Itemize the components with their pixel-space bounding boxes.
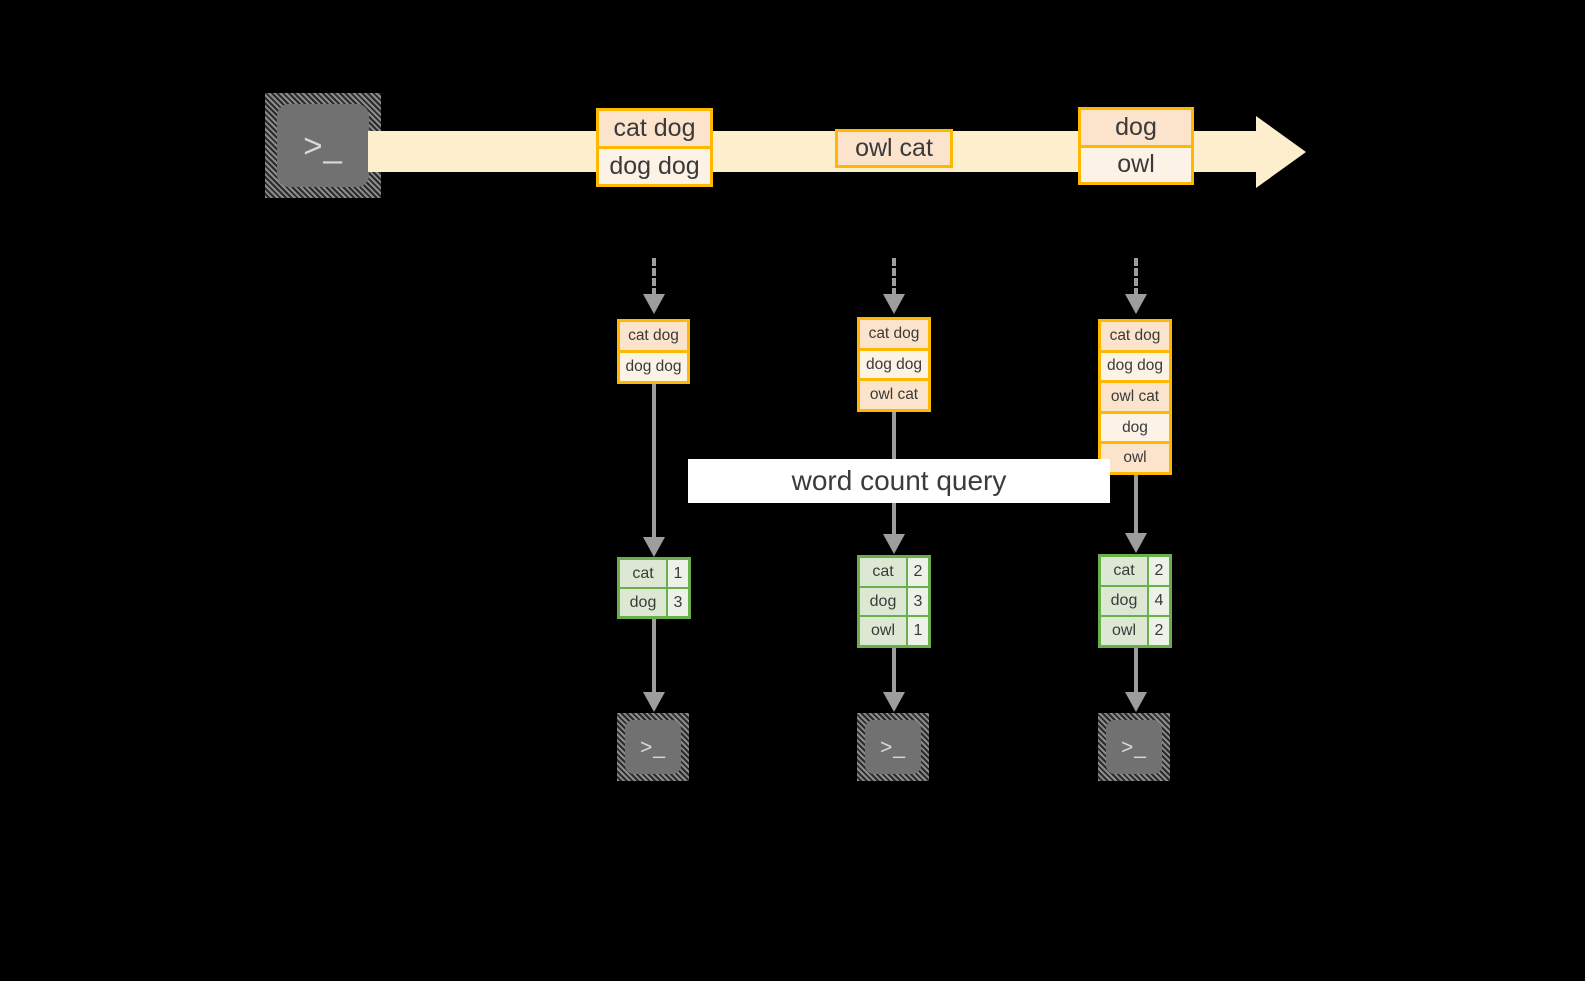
stream-batch-1: cat dog dog dog: [596, 108, 713, 187]
source-terminal-icon: >_: [265, 93, 381, 198]
result-row: cat 1: [620, 560, 688, 587]
result-word: cat: [1101, 557, 1147, 585]
result-count: 2: [906, 558, 928, 586]
input-row: owl cat: [1101, 380, 1169, 411]
column-2-sink-terminal-icon: >_: [857, 713, 929, 781]
result-count: 3: [666, 589, 688, 616]
result-word: owl: [1101, 617, 1147, 645]
column-1-sink-arrowhead: [643, 692, 665, 712]
column-2-query-arrowhead: [883, 534, 905, 554]
input-row: dog dog: [1101, 349, 1169, 381]
column-3-dashed-connector: [1134, 258, 1138, 296]
record-line: dog dog: [599, 146, 710, 184]
terminal-prompt-glyph: >_: [640, 735, 666, 759]
result-word: cat: [860, 558, 906, 586]
query-banner: word count query: [688, 459, 1110, 503]
record-line: owl cat: [838, 132, 950, 165]
result-row: dog 3: [860, 585, 928, 616]
result-count: 2: [1147, 617, 1169, 645]
result-word: dog: [1101, 587, 1147, 615]
column-1-result-table: cat 1 dog 3: [617, 557, 691, 619]
column-1-dashed-connector: [652, 258, 656, 296]
terminal-body: [277, 104, 369, 187]
result-word: dog: [860, 587, 906, 616]
terminal-prompt-glyph: >_: [303, 127, 343, 164]
stream-batch-3: dog owl: [1078, 107, 1194, 185]
input-row: dog: [1101, 410, 1169, 442]
column-1-input-table: cat dog dog dog: [617, 319, 690, 384]
result-word: dog: [620, 589, 666, 616]
terminal-body: [625, 720, 681, 774]
column-1-sink-connector: [652, 619, 656, 694]
query-banner-label: word count query: [791, 465, 1007, 496]
column-2-sink-connector: [892, 648, 896, 694]
column-2-input-table: cat dog dog dog owl cat: [857, 317, 931, 412]
column-3-query-connector: [1134, 475, 1138, 535]
column-2-result-table: cat 2 dog 3 owl 1: [857, 555, 931, 648]
result-row: owl 2: [1101, 615, 1169, 645]
result-row: owl 1: [860, 615, 928, 645]
terminal-body: [865, 720, 921, 774]
column-3-result-table: cat 2 dog 4 owl 2: [1098, 554, 1172, 648]
input-row: cat dog: [620, 322, 687, 350]
result-word: cat: [620, 560, 666, 587]
column-1-sink-terminal-icon: >_: [617, 713, 689, 781]
result-count: 3: [906, 587, 928, 616]
input-row: dog dog: [860, 347, 928, 379]
result-count: 4: [1147, 587, 1169, 615]
input-row: cat dog: [1101, 322, 1169, 350]
result-count: 1: [666, 560, 688, 587]
result-row: cat 2: [860, 558, 928, 586]
input-row: owl: [1101, 441, 1169, 472]
column-2-dashed-connector: [892, 258, 896, 296]
column-3-input-table: cat dog dog dog owl cat dog owl: [1098, 319, 1172, 475]
column-1-query-arrowhead: [643, 537, 665, 557]
column-3-sink-arrowhead: [1125, 692, 1147, 712]
input-row: dog dog: [620, 350, 687, 381]
record-line: owl: [1081, 144, 1191, 182]
result-count: 2: [1147, 557, 1169, 585]
terminal-body: [1106, 720, 1162, 774]
input-row: cat dog: [860, 320, 928, 348]
terminal-prompt-glyph: >_: [1121, 735, 1147, 759]
result-row: cat 2: [1101, 557, 1169, 585]
result-row: dog 4: [1101, 585, 1169, 615]
record-line: dog: [1081, 110, 1191, 145]
column-3-sink-connector: [1134, 648, 1138, 694]
column-2-sink-arrowhead: [883, 692, 905, 712]
column-2-dashed-arrowhead: [883, 294, 905, 314]
stream-band-arrowhead: [1256, 116, 1306, 188]
result-word: owl: [860, 617, 906, 645]
terminal-prompt-glyph: >_: [880, 735, 906, 759]
column-3-query-arrowhead: [1125, 533, 1147, 553]
record-line: cat dog: [599, 111, 710, 146]
stream-batch-2: owl cat: [835, 129, 953, 168]
column-3-dashed-arrowhead: [1125, 294, 1147, 314]
result-count: 1: [906, 617, 928, 645]
column-3-sink-terminal-icon: >_: [1098, 713, 1170, 781]
column-1-dashed-arrowhead: [643, 294, 665, 314]
input-row: owl cat: [860, 378, 928, 409]
result-row: dog 3: [620, 587, 688, 616]
column-1-query-connector: [652, 384, 656, 539]
